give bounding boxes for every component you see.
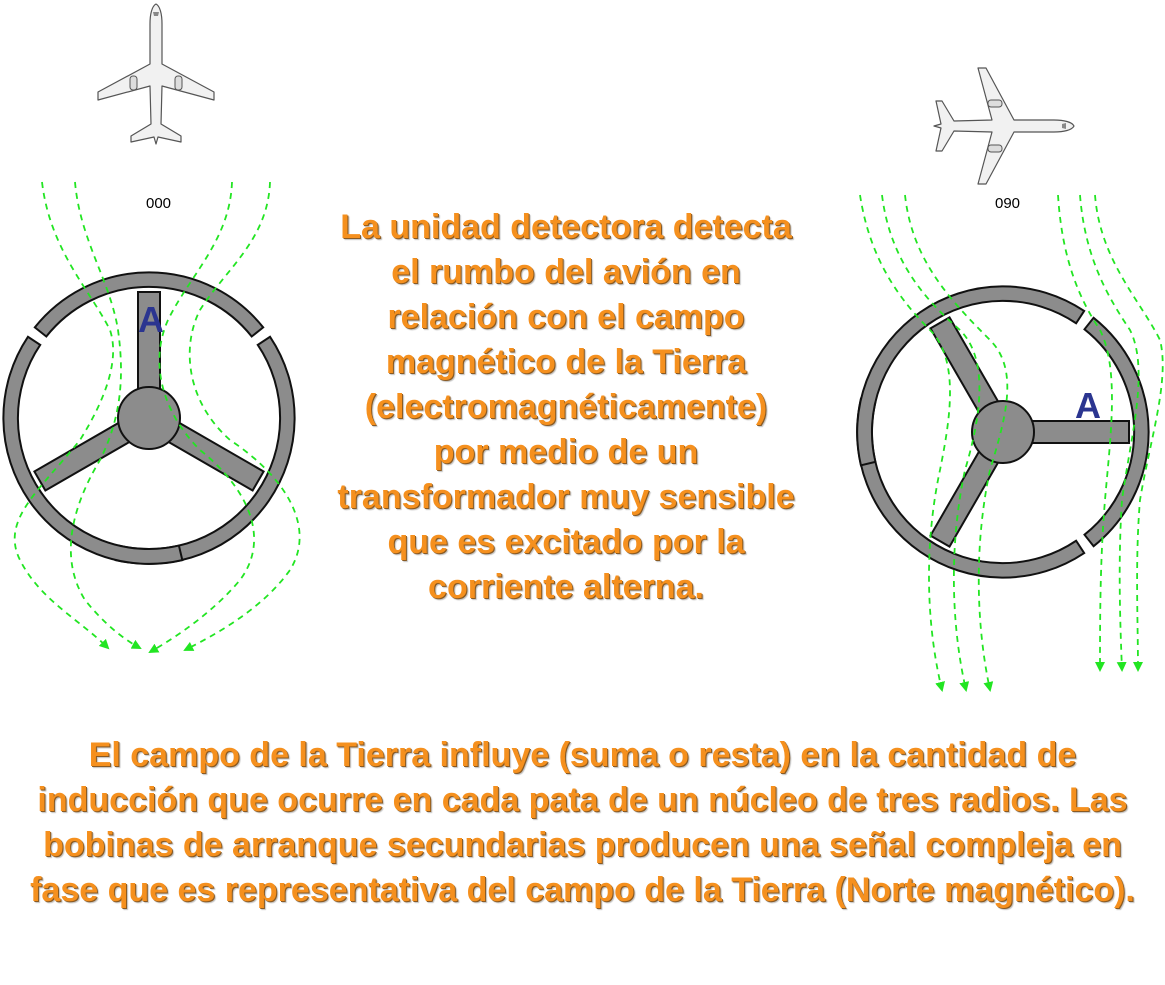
explanation-paragraph: El campo de la Tierra influye (suma o re… bbox=[30, 736, 1135, 909]
left-field-lines bbox=[13, 181, 301, 653]
right-field-lines bbox=[859, 194, 1164, 692]
right-leg-label: A bbox=[1075, 385, 1101, 426]
right-airplane-icon bbox=[933, 67, 1075, 185]
left-airplane-icon bbox=[97, 3, 215, 145]
right-heading-label: 090 bbox=[995, 195, 1020, 212]
left-leg-label: A bbox=[138, 299, 164, 340]
left-heading-label: 000 bbox=[146, 195, 171, 212]
description-paragraph: La unidad detectora detecta el rumbo del… bbox=[337, 208, 795, 606]
